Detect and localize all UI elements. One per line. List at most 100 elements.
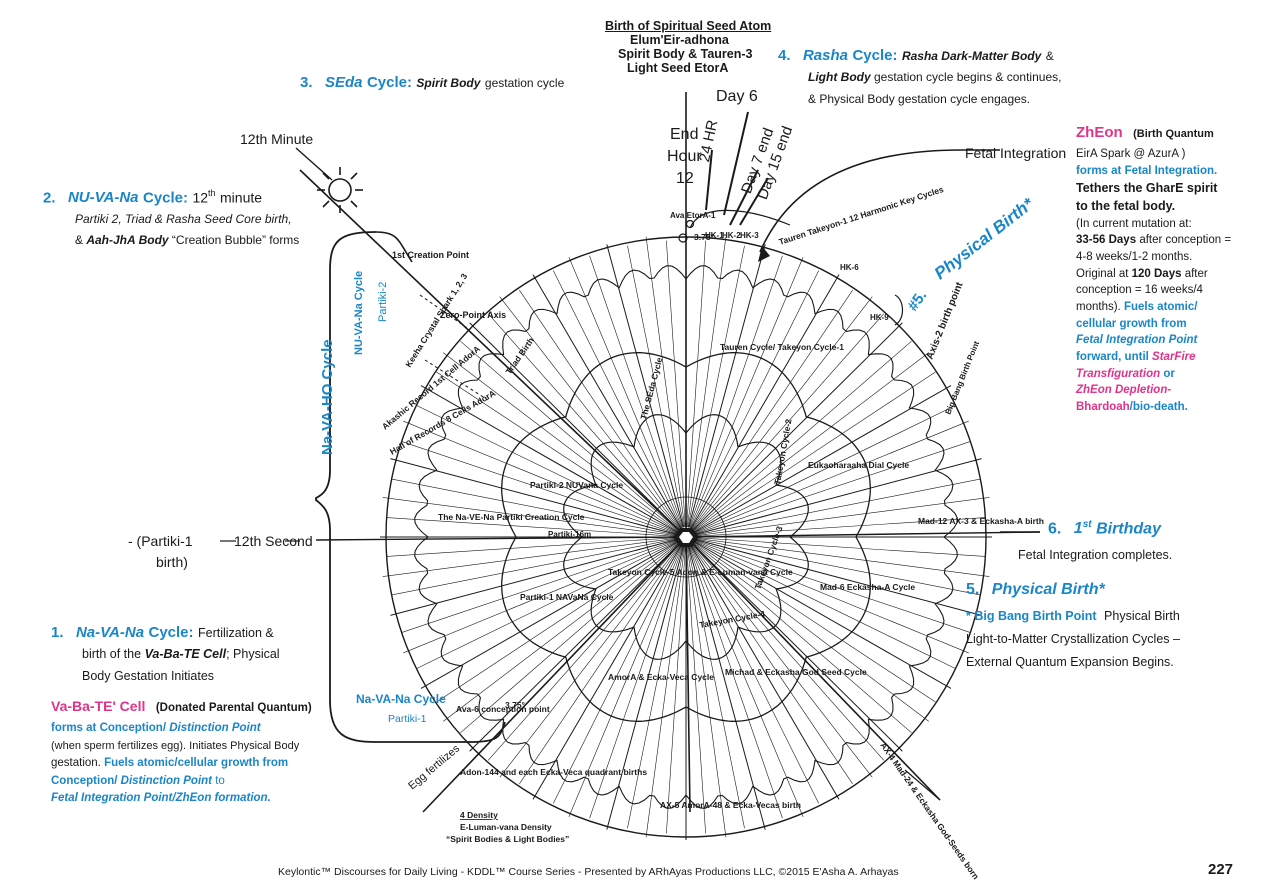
- seda-name: SEda: [324, 74, 363, 91]
- wheel-spoke: [403, 540, 677, 654]
- ax4-leader: [904, 769, 941, 801]
- navana-line2: birth of the Va-Ba-TE Cell; Physical: [82, 647, 280, 661]
- hour-label: Hour: [667, 148, 702, 165]
- zheon-l17: Bhardoah/bio-death.: [1076, 400, 1188, 413]
- wheel-spoke: [686, 546, 706, 834]
- rasha-heading: 4. Rasha Cycle: Rasha Dark-Matter Body &: [778, 47, 1054, 65]
- wheel-inner-petal-ring: [563, 414, 809, 660]
- takeyon3-label: Takeyon Cycle-3: [752, 525, 784, 591]
- partiki2-cycle-label: Partiki-2 NUVana Cycle: [530, 480, 623, 490]
- zheon-l6: (In current mutation at:: [1076, 217, 1192, 230]
- wheel-spoke: [390, 458, 677, 535]
- wheel-spoke: [693, 340, 912, 531]
- wheel-spoke: [382, 538, 677, 577]
- wheel-spoke: [695, 497, 990, 536]
- nuvana-name: NU-VA-Na: [67, 189, 139, 207]
- rasha-line3: & Physical Body gestation cycle engages.: [808, 92, 1031, 106]
- seed-atom-line2: Elum'Eir-adhona: [630, 33, 729, 47]
- twelve-label: 12: [676, 170, 694, 187]
- vabate-cell-name: Va-Ba-TE Cell: [144, 647, 227, 661]
- wheel-spoke: [589, 546, 684, 819]
- wheel-spoke: [689, 546, 804, 817]
- zheon-title: ZhEon: [1076, 124, 1123, 141]
- wheel-petal-ring: [501, 352, 871, 722]
- navana-line3: Body Gestation Initiates: [82, 669, 215, 683]
- wheel-spoke: [695, 538, 990, 577]
- zheon-l5: to the fetal body.: [1076, 199, 1176, 214]
- zheon-l15: Transfiguration or: [1076, 367, 1175, 380]
- nuvana-l3c: “Creation Bubble” forms: [171, 233, 300, 247]
- wheel-spoke: [627, 546, 685, 829]
- hk6-label: HK-6: [840, 263, 859, 272]
- wheel-spoke: [403, 420, 677, 534]
- wheel-spoke: [469, 543, 680, 752]
- wheel-spoke: [386, 537, 677, 557]
- zheon-title-row: ZhEon (Birth Quantum: [1076, 124, 1214, 142]
- wheel-spoke: [690, 545, 840, 800]
- michad-label: Michad & Eckasha God Seed Cycle: [725, 667, 867, 677]
- birthday-sup: st: [1082, 519, 1092, 530]
- wheel-spoke: [687, 546, 727, 838]
- wheel-spoke: [391, 538, 677, 596]
- wheel-spoke: [695, 478, 981, 536]
- triad-label: Triad Birth: [503, 336, 536, 377]
- wheel-spoke: [532, 545, 682, 800]
- seda-num: 3.: [300, 74, 313, 91]
- wheel-spoke: [469, 322, 680, 531]
- navana-heading: 1. Na-VA-Na Cycle: Fertilization &: [51, 624, 274, 642]
- wheel-spoke: [690, 274, 840, 529]
- navaho-label: Na-VA-HO Cycle: [319, 339, 336, 455]
- wheel-spoke: [690, 270, 819, 529]
- top-scallop-arc: [689, 209, 791, 229]
- wheel-spoke: [436, 542, 678, 703]
- zheon-l10: conception = 16 weeks/4: [1076, 284, 1203, 297]
- nuvana-minute-sup: th: [208, 188, 216, 198]
- wheel-spoke: [420, 385, 678, 533]
- deg-top-label: 3.75°: [694, 232, 715, 242]
- wheel-spoke: [691, 545, 853, 785]
- partiki16-label: Partiki-16m: [548, 530, 591, 539]
- wheel-spoke: [436, 371, 678, 532]
- wheel-spoke: [499, 296, 681, 530]
- zheon-l11: months). Fuels atomic/: [1076, 300, 1198, 313]
- wheel-spoke: [568, 257, 683, 528]
- amora-label: AmorA & Ecka-Veca Cycle: [608, 672, 714, 682]
- hk1-label: HK-1: [705, 231, 724, 240]
- seda-desc: gestation cycle: [484, 76, 565, 90]
- rasha-cycle-word: Cycle:: [852, 47, 898, 64]
- vabate-l3: (when sperm fertilizes egg). Initiates P…: [51, 739, 300, 752]
- wheel-spoke: [532, 274, 682, 529]
- wheel-spokes: [380, 234, 992, 840]
- axis-line-upper-left: [299, 169, 687, 538]
- wheel-spoke: [687, 236, 727, 528]
- axis-line-right: [685, 531, 1041, 538]
- wheel-spoke: [694, 541, 952, 689]
- big-bang-label: Big Bang Birth Point: [944, 340, 982, 416]
- wheel-spoke: [692, 322, 903, 531]
- partiki2-label: Partiki-2: [377, 282, 389, 322]
- twelfth-minute-label: 12th Minute: [240, 131, 314, 147]
- wheel-spoke: [568, 546, 683, 817]
- navena-label: The Na-VE-Na Partiki Creation Cycle: [438, 512, 585, 522]
- center-crystal-inner: [679, 532, 693, 543]
- akashic-label: Akashic Record 1st Cell AdorA: [380, 344, 482, 432]
- wheel-spoke: [695, 517, 986, 537]
- mad12-label: Mad-12 AX-3 & Eckasha-A birth: [918, 516, 1044, 526]
- wheel-spoke: [553, 545, 682, 804]
- hk2-label: HK-2: [722, 231, 741, 240]
- seed-atom-line3: Spirit Body & Tauren-3: [618, 47, 753, 61]
- nuvana-num: 2.: [43, 189, 56, 207]
- page-number: 227: [1208, 861, 1234, 878]
- zero-point-dash: [419, 294, 471, 331]
- seed-atom-line1: Birth of Spiritual Seed Atom: [605, 19, 772, 33]
- navana-bracket-label: Na-VA-Na Cycle: [356, 692, 446, 706]
- wheel-spoke: [386, 517, 677, 537]
- hr24-line: [705, 149, 713, 211]
- wheel-spoke: [688, 255, 783, 528]
- nuvana-minute-word: minute: [220, 189, 263, 206]
- navana-name: Na-VA-Na: [75, 624, 145, 641]
- wheel-spoke: [695, 538, 981, 596]
- wheel-spoke: [443, 542, 679, 722]
- zheon-paren: (Birth Quantum: [1133, 128, 1214, 140]
- wheel-spoke: [401, 441, 677, 535]
